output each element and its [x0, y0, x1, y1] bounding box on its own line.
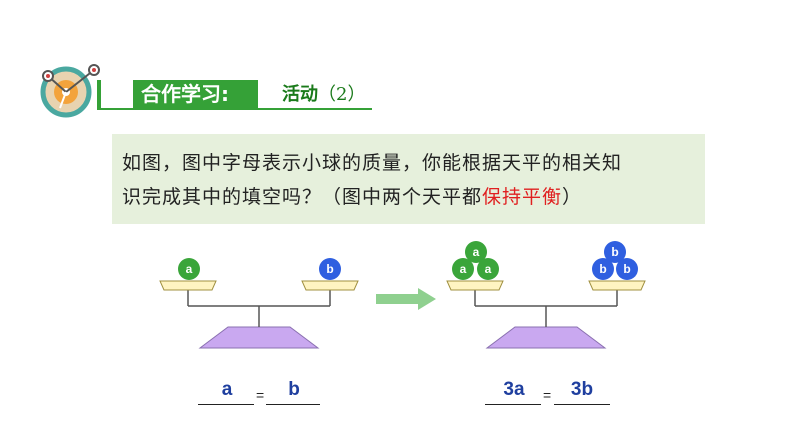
answer-blank-line [198, 404, 254, 405]
ball-b-label: b [611, 245, 618, 259]
molecule-logo-icon [40, 64, 100, 118]
transition-arrow-icon [376, 288, 436, 310]
answer-blank-line [554, 404, 610, 405]
header-underline [97, 108, 372, 110]
ball-a [477, 258, 499, 280]
activity-number: （2） [318, 84, 366, 105]
left-balance-base [198, 326, 320, 349]
answer-left-b: b [288, 379, 300, 400]
ball-b [616, 258, 638, 280]
left-pan-2 [301, 280, 359, 291]
ball-b-label: b [326, 262, 333, 276]
right-balance-base [485, 326, 607, 349]
answer-right-3b: 3b [570, 379, 594, 400]
right-pan-2 [588, 280, 646, 291]
left-pan-1 [159, 280, 217, 291]
question-box: 如图，图中字母表示小球的质量，你能根据天平的相关知 识完成其中的填空吗？（图中两… [112, 134, 705, 224]
ball-a-label: a [186, 262, 193, 276]
answer-blank-line [485, 404, 541, 405]
question-line-2-suffix: ） [562, 186, 583, 208]
right-pan-1 [446, 280, 504, 291]
ball-a-label: a [460, 262, 467, 276]
equals-sign: = [543, 387, 552, 403]
ball-a [465, 241, 487, 263]
ball-b [604, 241, 626, 263]
ball-a-label: a [473, 245, 480, 259]
equals-sign: = [256, 387, 265, 403]
answer-right-3a: 3a [503, 379, 525, 400]
ball-a [178, 258, 200, 280]
left-balance: a b [159, 258, 359, 349]
activity-title: 活动（2） [282, 81, 365, 109]
answer-blank-line [266, 404, 320, 405]
header-accent-bar [97, 80, 101, 110]
ball-b-label: b [599, 262, 606, 276]
ball-a [452, 258, 474, 280]
activity-label: 活动 [282, 84, 318, 105]
question-line-2: 识完成其中的填空吗？（图中两个天平都保持平衡） [122, 180, 695, 214]
ball-b [592, 258, 614, 280]
ball-b [319, 258, 341, 280]
question-line-2-prefix: 识完成其中的填空吗？（图中两个天平都 [122, 186, 483, 208]
right-balance: a a a b b b [446, 241, 646, 349]
question-line-1: 如图，图中字母表示小球的质量，你能根据天平的相关知 [122, 152, 623, 174]
ball-a-label: a [485, 262, 492, 276]
section-title: 合作学习: [133, 80, 258, 109]
question-highlight: 保持平衡 [482, 186, 563, 208]
answer-left-a: a [221, 379, 233, 400]
ball-b-label: b [623, 262, 630, 276]
